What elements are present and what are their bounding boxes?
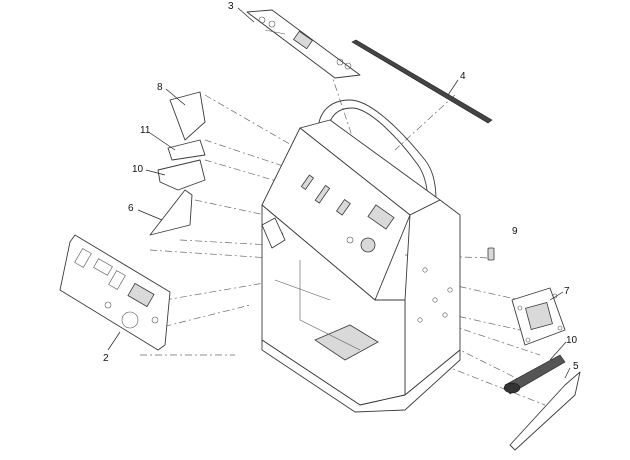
panel-hole	[346, 236, 354, 244]
part-7-control-module	[511, 287, 566, 346]
bottom-tray	[261, 339, 461, 413]
panel-cutout-slot	[300, 174, 315, 191]
part-6-side-panel	[149, 189, 193, 236]
panel-cutout-slot	[314, 184, 331, 204]
part-5-side-panel	[509, 371, 581, 451]
callout-8: 8	[157, 82, 163, 93]
side-hole	[432, 297, 438, 303]
callout-4: 4	[460, 71, 466, 82]
part-4-seal-strip	[351, 39, 493, 124]
floor-opening	[314, 324, 379, 361]
callout-5: 5	[573, 361, 579, 372]
part-2-front-decal	[59, 234, 171, 351]
side-hole	[417, 317, 423, 323]
callout-10-left: 10	[132, 164, 144, 175]
part-3-control-decal	[246, 9, 361, 79]
callout-9: 9	[512, 226, 518, 237]
side-hole	[422, 267, 428, 273]
main-frame	[261, 99, 461, 413]
part-10-nameplate	[503, 354, 566, 395]
callout-3: 3	[228, 1, 234, 12]
callout-11: 11	[140, 125, 151, 136]
part-9-clip	[487, 247, 495, 261]
callout-7: 7	[564, 286, 570, 297]
left-bracket	[261, 217, 286, 249]
panel-cutout-slot	[335, 198, 351, 216]
part-10-insert-left	[157, 159, 206, 191]
part-11-gasket	[167, 139, 206, 161]
callout-2: 2	[103, 353, 109, 364]
handle-bar	[317, 99, 437, 201]
side-hole	[442, 312, 448, 318]
panel-cutout-round	[360, 237, 376, 253]
panel-cutout-display	[367, 204, 395, 230]
leader-lines	[107, 7, 571, 379]
callout-10-right: 10	[566, 335, 578, 346]
callout-labels: 3 4 8 11 10 6 9 7 10 5 2	[103, 1, 579, 372]
side-hole	[447, 287, 453, 293]
handle-bar-inner	[327, 107, 429, 206]
callout-6: 6	[128, 203, 134, 214]
part-8-panel	[169, 91, 206, 141]
